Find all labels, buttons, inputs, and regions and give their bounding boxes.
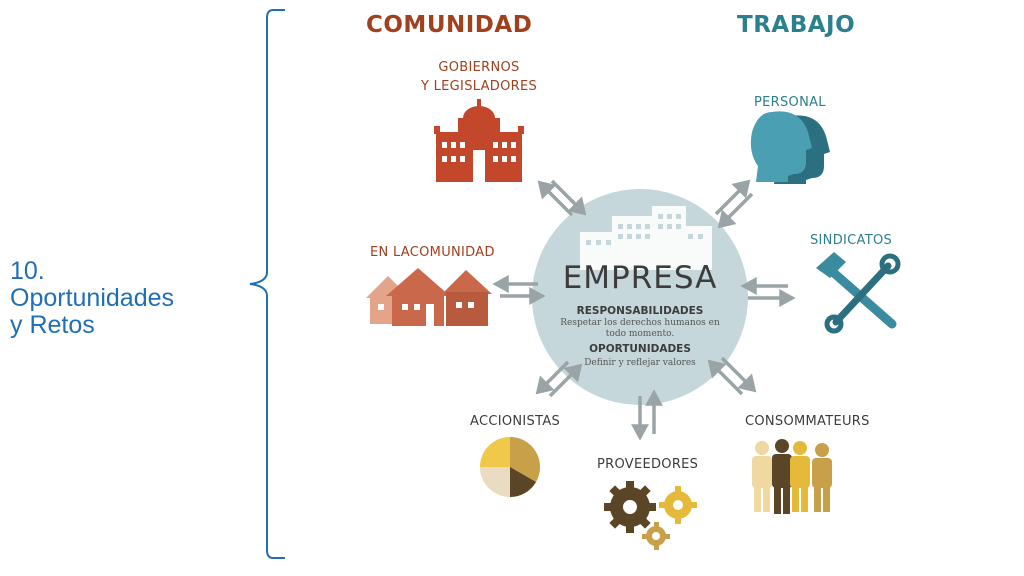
connector-arrows xyxy=(492,179,796,441)
label-gobiernos-line-2: Y LEGISLADORES xyxy=(420,79,538,94)
government-building-windows xyxy=(442,142,516,182)
oportunidades-text: Definir y reflejar valores xyxy=(584,358,696,368)
responsabilidades-text: Respetar los derechos humanos en todo mo… xyxy=(540,318,740,340)
houses-icon xyxy=(366,268,492,326)
heads-icon xyxy=(750,111,830,184)
slide-title-line-3: y Retos xyxy=(10,311,95,339)
label-en-la-comunidad: EN LACOMUNIDAD xyxy=(370,245,495,260)
header-trabajo: TRABAJO xyxy=(737,12,856,38)
responsabilidades-text-line-2: todo momento. xyxy=(605,329,675,339)
label-gobiernos: GOBIERNOS Y LEGISLADORES xyxy=(400,58,558,96)
label-personal: PERSONAL xyxy=(754,95,826,110)
responsabilidades-heading: RESPONSABILIDADES xyxy=(576,305,704,317)
header-comunidad: COMUNIDAD xyxy=(366,12,533,38)
pie-chart-icon xyxy=(480,437,541,498)
label-proveedores: PROVEEDORES xyxy=(597,457,699,472)
empresa-building-windows xyxy=(586,214,703,245)
label-sindicatos: SINDICATOS xyxy=(810,233,893,248)
label-consommateurs: CONSOMMATEURS xyxy=(745,414,870,429)
empresa-title: EMPRESA xyxy=(562,260,718,296)
slide-title-line-1: 10. xyxy=(10,257,45,285)
oportunidades-heading: OPORTUNIDADES xyxy=(589,343,691,355)
slide-title: 10. Oportunidades y Retos xyxy=(10,258,174,339)
people-icon xyxy=(752,439,832,514)
tools-icon xyxy=(816,252,901,334)
label-gobiernos-line-1: GOBIERNOS xyxy=(438,60,520,75)
slide-title-line-2: Oportunidades xyxy=(10,284,175,312)
label-accionistas: ACCIONISTAS xyxy=(470,414,561,429)
responsabilidades-text-line-1: Respetar los derechos humanos en xyxy=(560,318,720,328)
curly-brace xyxy=(249,9,285,559)
gears-icon xyxy=(604,481,697,550)
